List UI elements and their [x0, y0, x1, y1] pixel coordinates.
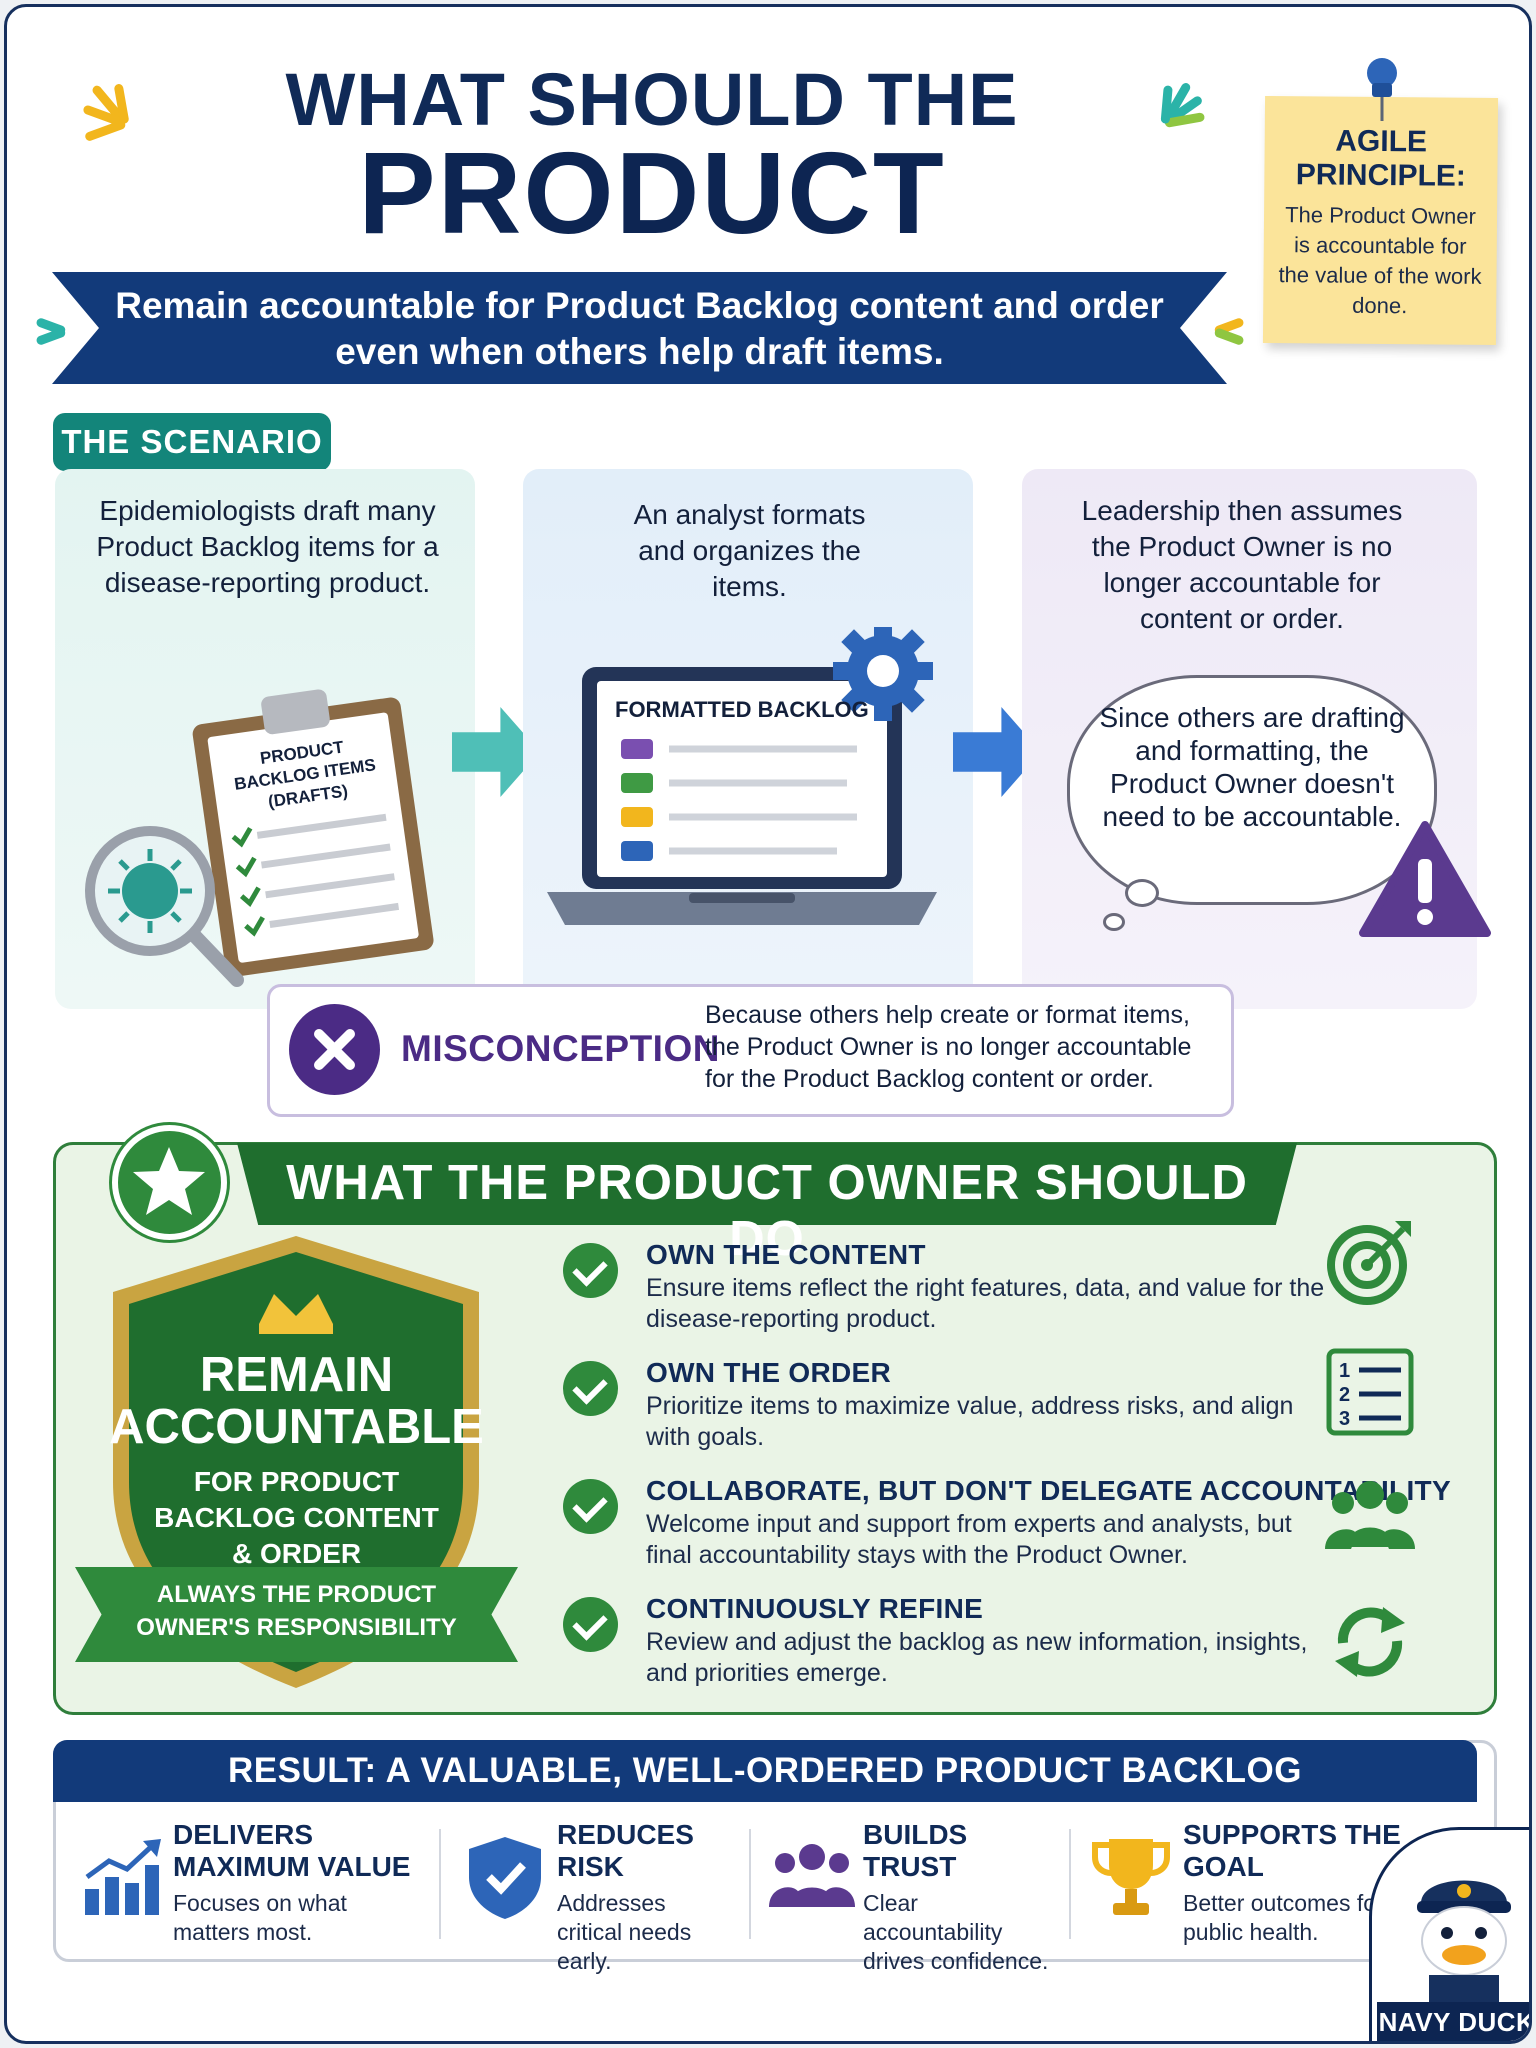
shield-line-2: ACCOUNTABLE — [109, 1400, 484, 1454]
scenario-panel-1-text: Epidemiologists draft many Product Backl… — [96, 495, 439, 598]
item-title: OWN THE CONTENT — [646, 1239, 926, 1270]
result-divider — [1069, 1829, 1071, 1939]
thought-bubble — [1067, 675, 1437, 905]
result-title: DELIVERS MAXIMUM VALUE — [173, 1819, 411, 1882]
result-divider — [439, 1829, 441, 1939]
shield-line-1: REMAIN — [199, 1348, 394, 1402]
laptop-screen-title: FORMATTED BACKLOG — [615, 697, 869, 722]
item-title: COLLABORATE, BUT DON'T DELEGATE ACCOUNTA… — [646, 1475, 1451, 1506]
result-heading: RESULT: A VALUABLE, WELL-ORDERED PRODUCT… — [53, 1740, 1477, 1802]
result-desc: Better outcomes for public health. — [1183, 1890, 1384, 1945]
should-do-banner — [237, 1143, 1297, 1225]
duck-mascot-icon — [1417, 1880, 1511, 2003]
shield-check-icon — [469, 1837, 541, 1919]
numbered-list-icon: 1 2 3 — [1326, 1348, 1414, 1436]
people-icon — [769, 1844, 855, 1907]
svg-text:2: 2 — [1339, 1384, 1350, 1406]
result-title: REDUCES RISK — [557, 1819, 694, 1882]
result-item-risk: REDUCES RISK Addresses critical needs ea… — [557, 1819, 737, 1976]
shield-headline: REMAIN ACCOUNTABLE — [109, 1349, 484, 1453]
check-icon — [563, 1597, 618, 1652]
subtitle-banner-text: Remain accountable for Product Backlog c… — [115, 285, 1164, 372]
result-item-goal: SUPPORTS THE GOAL Better outcomes for pu… — [1183, 1819, 1433, 1947]
trophy-icon — [1092, 1839, 1170, 1915]
item-desc: Ensure items reflect the right features,… — [646, 1274, 1325, 1333]
scenario-panel-3-text: Leadership then assumes the Product Owne… — [1081, 495, 1403, 634]
item-title: OWN THE ORDER — [646, 1357, 892, 1388]
sticky-note-title: AGILE PRINCIPLE: — [1295, 124, 1467, 193]
result-item-trust: BUILDS TRUST Clear accountability drives… — [863, 1819, 1053, 1976]
mascot-label: NAVY DUCK — [1377, 2002, 1529, 2041]
virus-magnifier-icon — [85, 826, 244, 987]
laptop-icon — [547, 627, 937, 925]
item-desc: Prioritize items to maximize value, addr… — [646, 1392, 1294, 1451]
item-desc: Welcome input and support from experts a… — [646, 1510, 1292, 1569]
check-icon — [563, 1243, 618, 1298]
infographic-page: WHAT SHOULD THE PRODUCT OWNER DO? Remain… — [4, 4, 1532, 2044]
title-line-1: WHAT SHOULD THE — [285, 58, 1019, 141]
result-desc: Addresses critical needs early. — [557, 1890, 692, 1974]
shield-subtext: FOR PRODUCT BACKLOG CONTENT & ORDER — [154, 1466, 439, 1569]
thought-bubble-dot-small — [1103, 913, 1125, 931]
result-desc: Clear accountability drives confidence. — [863, 1890, 1049, 1974]
item-desc: Review and adjust the backlog as new inf… — [646, 1628, 1308, 1687]
misconception-box — [267, 984, 1234, 1117]
warning-icon — [1359, 821, 1491, 937]
check-icon — [563, 1479, 618, 1534]
ribbon-text: ALWAYS THE PRODUCT OWNER'S RESPONSIBILIT… — [136, 1581, 457, 1641]
thought-bubble-text: Since others are drafting and formatting… — [1099, 702, 1405, 832]
clipboard-icon — [192, 689, 434, 977]
growth-chart-icon — [85, 1839, 161, 1915]
result-title: BUILDS TRUST — [863, 1819, 968, 1882]
svg-text:3: 3 — [1339, 1408, 1350, 1430]
result-desc: Focuses on what matters most. — [173, 1890, 347, 1945]
misconception-label: MISCONCEPTION — [401, 1028, 720, 1069]
check-icon — [563, 1361, 618, 1416]
result-title: SUPPORTS THE GOAL — [1183, 1819, 1401, 1882]
agile-principle-note: AGILE PRINCIPLE: The Product Owner is ac… — [1262, 95, 1499, 346]
misconception-text: Because others help create or format ite… — [705, 1001, 1192, 1093]
team-icon — [1325, 1481, 1415, 1549]
result-item-value: DELIVERS MAXIMUM VALUE Focuses on what m… — [173, 1819, 423, 1947]
sticky-note-body: The Product Owner is accountable for the… — [1278, 202, 1482, 319]
pushpin-icon — [1367, 58, 1397, 121]
svg-text:1: 1 — [1339, 1360, 1350, 1382]
x-circle-icon — [289, 1004, 380, 1095]
result-divider — [749, 1829, 751, 1939]
thought-bubble-dot-large — [1125, 879, 1159, 907]
item-title: CONTINUOUSLY REFINE — [646, 1593, 984, 1624]
refresh-icon — [1335, 1607, 1405, 1677]
responsibility-ribbon — [75, 1567, 518, 1662]
target-icon — [1327, 1221, 1411, 1305]
star-icon — [112, 1125, 227, 1240]
should-do-title: WHAT THE PRODUCT OWNER SHOULD DO — [286, 1156, 1248, 1266]
subtitle-banner — [52, 272, 1227, 384]
scenario-panel-2-text: An analyst formats and organizes the ite… — [633, 499, 866, 602]
scenario-tab: THE SCENARIO — [53, 413, 331, 471]
